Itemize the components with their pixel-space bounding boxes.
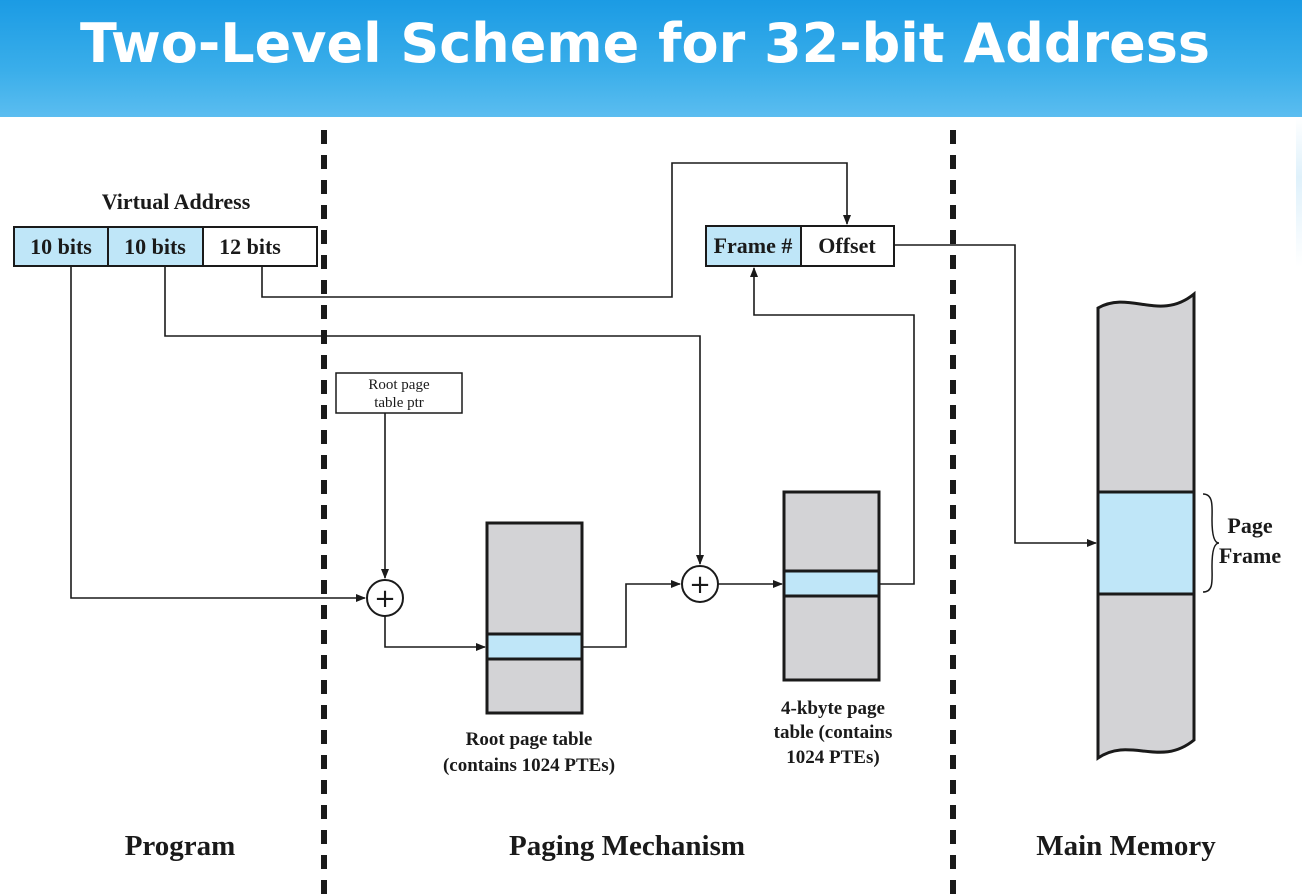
root-table-caption-line1: Root page table xyxy=(466,729,593,750)
virtual-address-label: Virtual Address xyxy=(102,189,251,214)
page-table-caption-line1: 4-kbyte page xyxy=(781,698,885,719)
slide-edge-decoration xyxy=(1296,117,1302,267)
section-label-memory: Main Memory xyxy=(1036,830,1216,862)
root-ptr-line2: table ptr xyxy=(374,395,424,411)
va-field-offset: 12 bits xyxy=(219,234,281,259)
page-frame-label-line2: Frame xyxy=(1219,543,1282,568)
va-field-dir: 10 bits xyxy=(30,234,92,259)
pa-offset-box xyxy=(800,225,895,267)
va-field-page: 10 bits xyxy=(124,234,186,259)
page-table-caption-line3: 1024 PTEs) xyxy=(786,747,879,768)
root-page-table-entry xyxy=(485,632,584,661)
connectors xyxy=(70,162,1097,651)
page-frame-block xyxy=(1096,490,1196,596)
root-ptr-box xyxy=(335,372,463,414)
va-field-page-box xyxy=(107,226,204,267)
va-field-dir-box xyxy=(13,226,109,267)
root-page-table xyxy=(485,521,584,715)
line-root-entry-to-adder xyxy=(582,580,681,648)
line-page-to-adder xyxy=(164,266,704,565)
title-bar: Two-Level Scheme for 32-bit Address xyxy=(0,0,1302,117)
page-frame-brace xyxy=(1202,493,1220,593)
section-label-program: Program xyxy=(125,830,236,862)
slide-title: Two-Level Scheme for 32-bit Address xyxy=(79,12,1211,75)
adder-symbol-root: + xyxy=(374,584,396,614)
line-offset-to-offset xyxy=(261,162,851,298)
pa-frame-number: Frame # xyxy=(714,233,793,258)
pa-offset: Offset xyxy=(818,233,876,258)
root-ptr-line1: Root page xyxy=(368,377,430,393)
page-frame-label-line1: Page xyxy=(1227,513,1272,538)
adder-symbol-second: + xyxy=(689,570,711,600)
line-dir-to-adder xyxy=(70,266,366,602)
section-label-paging: Paging Mechanism xyxy=(509,830,745,862)
line-adder-to-root-entry xyxy=(384,616,486,651)
va-field-offset-box xyxy=(202,226,318,267)
line-pte-to-frame xyxy=(750,267,915,585)
line-address-to-frame xyxy=(894,244,1097,547)
second-level-page-table-entry xyxy=(782,569,881,598)
root-table-caption-line2: (contains 1024 PTEs) xyxy=(443,755,615,776)
page-table-caption-line2: table (contains xyxy=(774,722,893,743)
